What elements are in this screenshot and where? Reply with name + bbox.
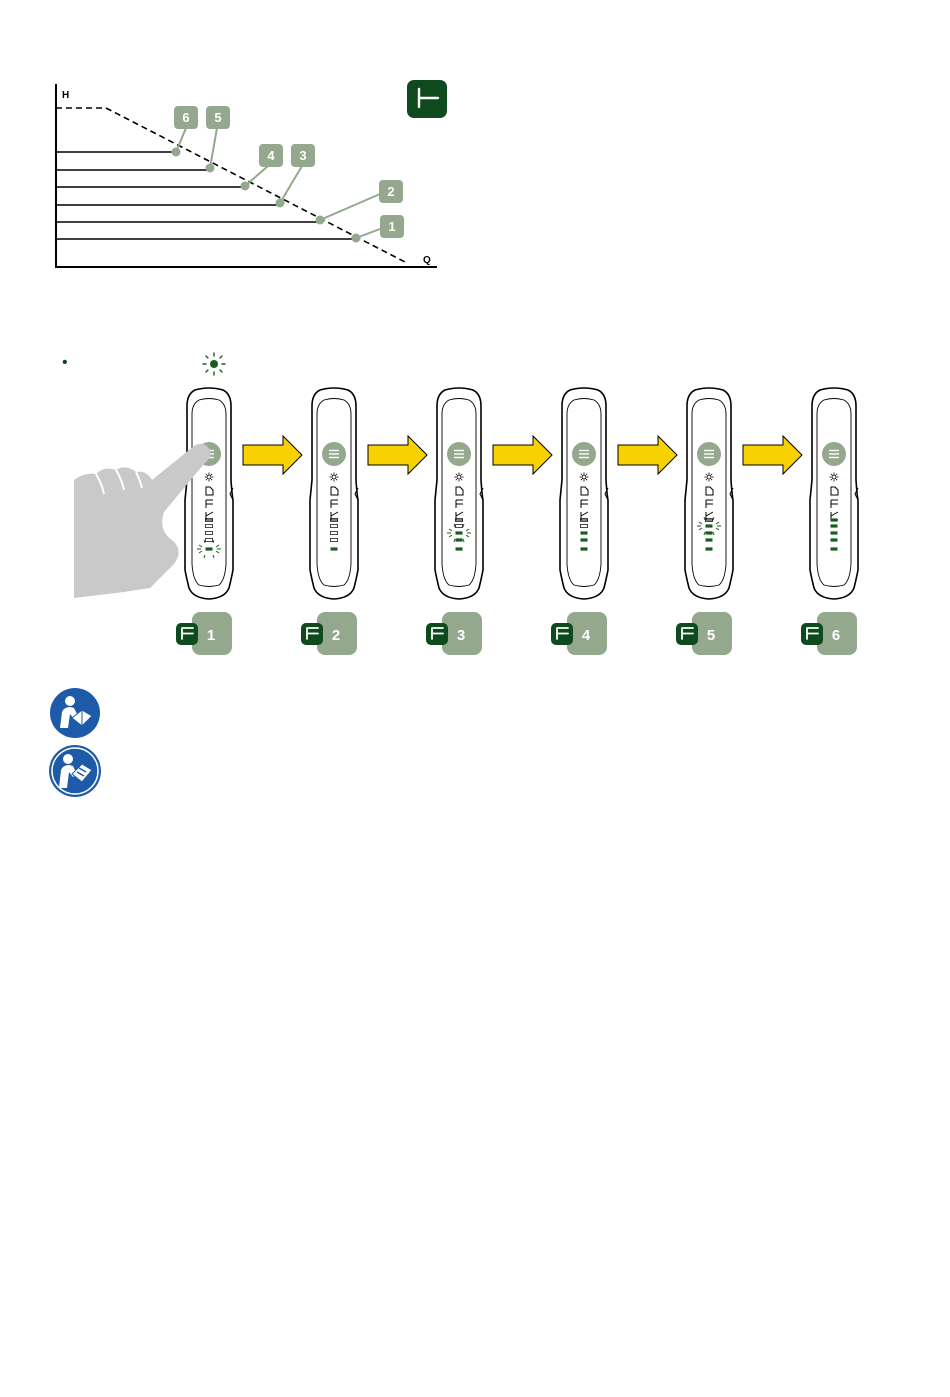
control-panel-step-5: 5	[676, 388, 733, 655]
curve-point-4	[242, 183, 249, 190]
svg-text:1: 1	[388, 219, 395, 234]
y-axis-label: H	[62, 90, 69, 101]
step-badge-5: 5	[676, 612, 732, 655]
svg-text:6: 6	[182, 110, 189, 125]
bullet: •	[62, 354, 68, 372]
step-badge-number: 3	[457, 627, 465, 644]
step-arrow-4	[618, 436, 677, 474]
svg-text:4: 4	[267, 148, 275, 163]
level-bar-lit	[706, 538, 713, 541]
level-bar-lit	[831, 518, 838, 521]
control-panel-step-6: 6	[801, 388, 858, 655]
step-arrow-3	[493, 436, 552, 474]
svg-text:5: 5	[214, 110, 221, 125]
blinking-led-icon	[198, 350, 230, 378]
curve-badge-2: 2	[379, 180, 403, 203]
step-badge-number: 1	[207, 627, 215, 644]
control-panel-step-1: 1	[176, 388, 233, 655]
level-bar-lit	[581, 531, 588, 534]
curve-badge-1: 1	[380, 215, 404, 238]
constant-curve-icon	[407, 80, 447, 118]
step-badge-number: 4	[582, 627, 591, 644]
curve-point-3	[277, 200, 284, 207]
step-badge-3: 3	[426, 612, 482, 655]
control-panel-step-4: 4	[551, 388, 608, 655]
curve-badge-6: 6	[174, 106, 198, 129]
curve-badge-3: 3	[291, 144, 315, 167]
curve-point-2	[317, 217, 324, 224]
curve-point-6	[173, 149, 180, 156]
level-bar-lit	[456, 547, 463, 550]
step-badge-number: 6	[832, 627, 840, 644]
x-axis-label: Q	[423, 255, 431, 266]
control-panel-step-2: 2	[301, 388, 358, 655]
hq-curve-chart: H Q 6 5 4 3 2 1	[0, 0, 460, 290]
level-bar-lit	[706, 547, 713, 550]
step-badge-number: 2	[332, 627, 340, 644]
curve-badge-4: 4	[259, 144, 283, 167]
level-bar-lit	[456, 531, 463, 534]
level-bar-lit	[581, 547, 588, 550]
level-bar-lit	[331, 547, 338, 550]
level-bar-lit	[456, 538, 463, 541]
step-badge-1: 1	[176, 612, 232, 655]
curve-point-1	[353, 235, 360, 242]
control-panel-step-3: 3	[426, 388, 483, 655]
consult-manual-icon	[46, 744, 106, 800]
svg-text:3: 3	[299, 148, 306, 163]
svg-text:2: 2	[387, 184, 394, 199]
level-bar-lit	[206, 547, 213, 550]
level-bar-lit	[831, 531, 838, 534]
read-manual-icon	[48, 686, 104, 742]
step-badge-2: 2	[301, 612, 357, 655]
curve-badge-5: 5	[206, 106, 230, 129]
level-bar-lit	[706, 524, 713, 527]
level-bar-lit	[581, 538, 588, 541]
step-arrow-1	[243, 436, 302, 474]
level-bar-lit	[831, 538, 838, 541]
step-badge-6: 6	[801, 612, 857, 655]
level-bar-lit	[831, 547, 838, 550]
level-bar-lit	[831, 524, 838, 527]
step-badge-4: 4	[551, 612, 607, 655]
step-badge-number: 5	[707, 627, 715, 644]
step-sequence: 1 2 3 4 5 6	[0, 380, 950, 670]
step-arrow-5	[743, 436, 802, 474]
level-bar-lit	[706, 531, 713, 534]
step-arrow-2	[368, 436, 427, 474]
curve-point-5	[207, 165, 214, 172]
